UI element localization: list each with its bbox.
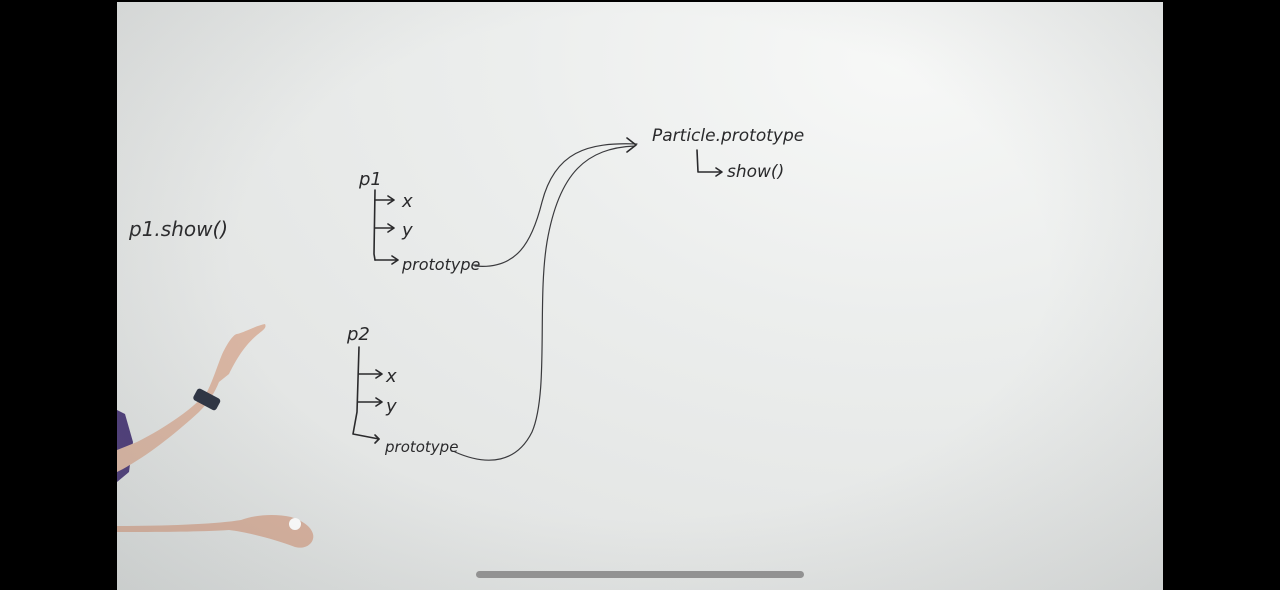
p2-link-curve bbox=[454, 145, 636, 461]
whiteboard-drawing: p1.show() p1 x y prototype p2 x y protot… bbox=[117, 126, 804, 548]
p1-y-arrow bbox=[374, 223, 395, 233]
p1-x-label: x bbox=[401, 191, 413, 212]
p2-y-arrow bbox=[357, 397, 383, 407]
p1-y-label: y bbox=[401, 220, 413, 241]
p2-proto-label: prototype bbox=[384, 438, 458, 456]
method-arrow bbox=[696, 149, 723, 177]
link-arrowhead bbox=[626, 137, 637, 153]
p1-link-curve bbox=[474, 143, 638, 267]
p1-proto-label: prototype bbox=[401, 255, 480, 274]
method-label: show() bbox=[727, 162, 784, 182]
presenter-figure bbox=[117, 324, 314, 548]
p2-proto-arrow bbox=[374, 434, 380, 444]
p2-tree-line bbox=[352, 346, 380, 440]
p1-proto-arrow bbox=[374, 255, 399, 265]
whiteboard-video-frame: p1.show() p1 x y prototype p2 x y protot… bbox=[117, 2, 1163, 590]
p2-x-label: x bbox=[385, 366, 397, 387]
p2-label: p2 bbox=[346, 324, 370, 345]
particle-prototype-label: Particle.prototype bbox=[652, 126, 804, 146]
p2-x-arrow bbox=[358, 369, 383, 379]
p2-y-label: y bbox=[385, 396, 397, 417]
p1-x-arrow bbox=[374, 195, 395, 205]
p1-tree-line bbox=[373, 189, 376, 261]
call-text: p1.show() bbox=[128, 217, 228, 241]
p1-label: p1 bbox=[358, 169, 382, 190]
home-indicator-icon[interactable] bbox=[476, 571, 804, 578]
